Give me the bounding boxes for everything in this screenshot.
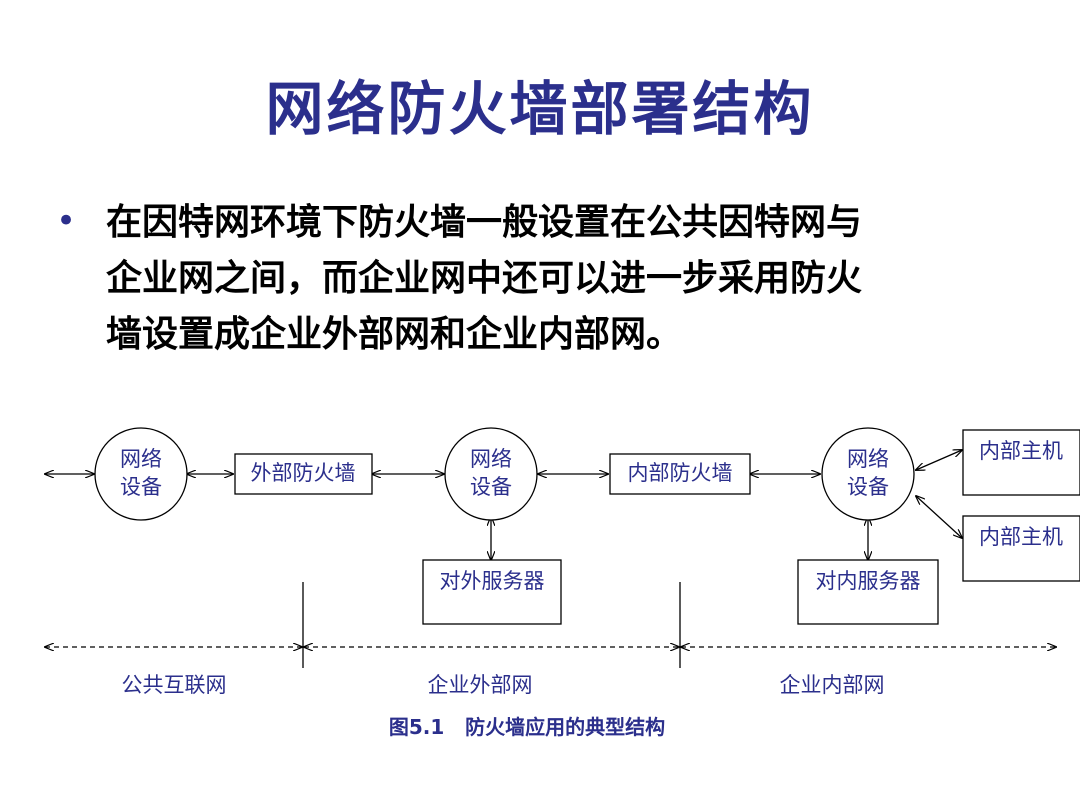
bullet-line-3: 墙设置成企业外部网和企业内部网。 (106, 314, 683, 355)
link-device3-host1 (916, 450, 962, 470)
bullet-icon: • (56, 201, 77, 241)
firewall-deployment-diagram: 网络 设备 网络 设备 网络 设备 外部防火墙 内部防火墙 对外服务器 对内服务… (0, 427, 1080, 739)
slide-title: 网络防火墙部署结构 (265, 75, 815, 143)
device3-label-line2: 设备 (847, 475, 889, 499)
network-device-2 (444, 427, 538, 521)
bullet-line-1: 在因特网环境下防火墙一般设置在公共因特网与 (106, 202, 863, 243)
device2-label-line2: 设备 (470, 475, 512, 499)
bullet-line-2: 企业网之间，而企业网中还可以进一步采用防火 (106, 258, 863, 299)
zone-label-public-internet: 公共互联网 (122, 673, 227, 697)
device1-label-line2: 设备 (120, 475, 162, 499)
internal-host-1-label: 内部主机 (979, 439, 1063, 463)
external-server-label: 对外服务器 (440, 569, 545, 593)
external-firewall-box (234, 453, 373, 495)
internal-host-2-label: 内部主机 (979, 525, 1063, 549)
internal-firewall-label: 内部防火墙 (628, 461, 733, 485)
zone-label-enterprise-internal: 企业内部网 (780, 673, 885, 697)
external-firewall-label: 外部防火墙 (251, 461, 356, 485)
external-server-box (422, 559, 562, 625)
network-device-3 (821, 427, 915, 521)
network-device-1 (94, 427, 188, 521)
internal-host-box-2 (962, 515, 1080, 582)
internal-server-box (797, 559, 939, 625)
figure-caption: 图5.1 防火墙应用的典型结构 (389, 715, 665, 739)
link-device3-host2 (916, 496, 962, 538)
internal-host-box-1 (962, 429, 1080, 496)
internal-server-label: 对内服务器 (816, 569, 921, 593)
device3-label-line1: 网络 (847, 447, 889, 471)
device1-label-line1: 网络 (120, 447, 162, 471)
zone-label-enterprise-external: 企业外部网 (428, 673, 533, 697)
device2-label-line1: 网络 (470, 447, 512, 471)
internal-firewall-box (609, 453, 751, 495)
bullet-text: 在因特网环境下防火墙一般设置在公共因特网与 企业网之间，而企业网中还可以进一步采… (106, 195, 1006, 363)
